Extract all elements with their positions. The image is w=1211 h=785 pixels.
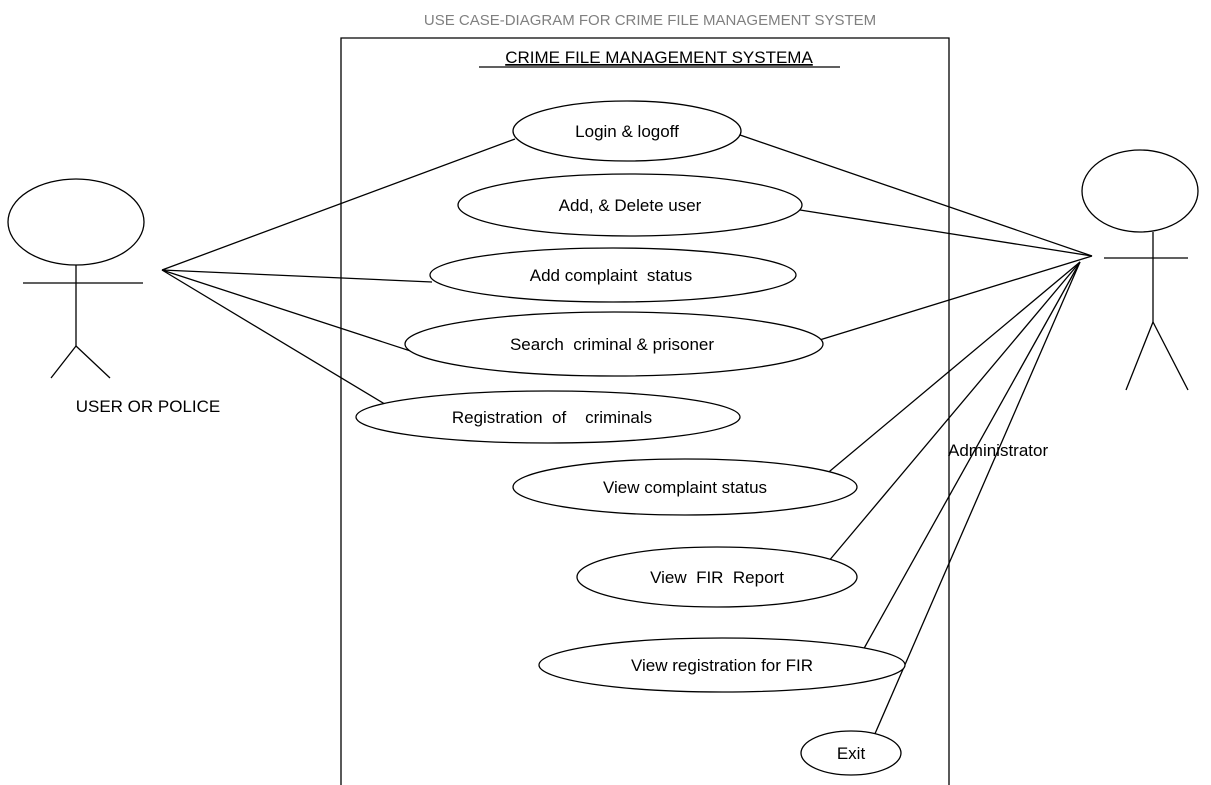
- association-line: [873, 261, 1081, 737]
- use-case-login-logoff: Login & logoff: [512, 100, 742, 162]
- actor-label: Administrator: [948, 441, 1048, 460]
- actor-leg: [1125, 321, 1154, 391]
- actor-label: USER OR POLICE: [76, 397, 221, 416]
- use-case-exit: Exit: [800, 730, 902, 776]
- association-line: [799, 255, 1093, 347]
- association-line: [799, 209, 1093, 257]
- use-case-label: Login & logoff: [575, 122, 679, 141]
- association-line: [827, 261, 1081, 563]
- actor-administrator: Administrator: [948, 149, 1199, 460]
- use-case-label: View registration for FIR: [631, 656, 813, 675]
- actor-leg: [75, 345, 111, 379]
- use-case-label: View complaint status: [603, 478, 767, 497]
- user-associations: [161, 138, 516, 407]
- use-case-search-criminal-prisoner: Search criminal & prisoner: [404, 311, 824, 377]
- use-case-label: Add complaint status: [530, 266, 693, 285]
- actor-user-or-police: USER OR POLICE: [7, 178, 221, 416]
- association-line: [161, 269, 433, 283]
- use-case-registration-of-criminals: Registration of criminals: [355, 390, 741, 444]
- actor-leg: [1152, 321, 1189, 391]
- actor-head: [1081, 149, 1199, 233]
- actor-leg: [50, 345, 77, 379]
- diagram-title: USE CASE-DIAGRAM FOR CRIME FILE MANAGEME…: [424, 12, 876, 29]
- system-boundary: [340, 37, 950, 785]
- use-case-label: View FIR Report: [650, 568, 784, 587]
- association-line: [823, 261, 1081, 477]
- association-line: [161, 269, 433, 359]
- association-line: [861, 261, 1081, 653]
- use-case-add-complaint-status: Add complaint status: [429, 247, 797, 303]
- use-case-label: Registration of criminals: [452, 408, 652, 427]
- use-case-label: Search criminal & prisoner: [510, 335, 714, 354]
- association-line: [161, 138, 516, 271]
- use-case-label: Add, & Delete user: [559, 196, 702, 215]
- use-case-view-fir-report: View FIR Report: [576, 546, 858, 608]
- association-line: [739, 134, 1093, 257]
- association-line: [161, 269, 389, 407]
- use-case-view-complaint-status: View complaint status: [512, 458, 858, 516]
- admin-associations: [739, 134, 1093, 737]
- use-case-label: Exit: [837, 744, 866, 763]
- use-case-view-registration-for-fir: View registration for FIR: [538, 637, 906, 693]
- actor-head: [7, 178, 145, 266]
- use-case-add-delete-user: Add, & Delete user: [457, 173, 803, 237]
- system-name: CRIME FILE MANAGEMENT SYSTEMA: [505, 48, 813, 67]
